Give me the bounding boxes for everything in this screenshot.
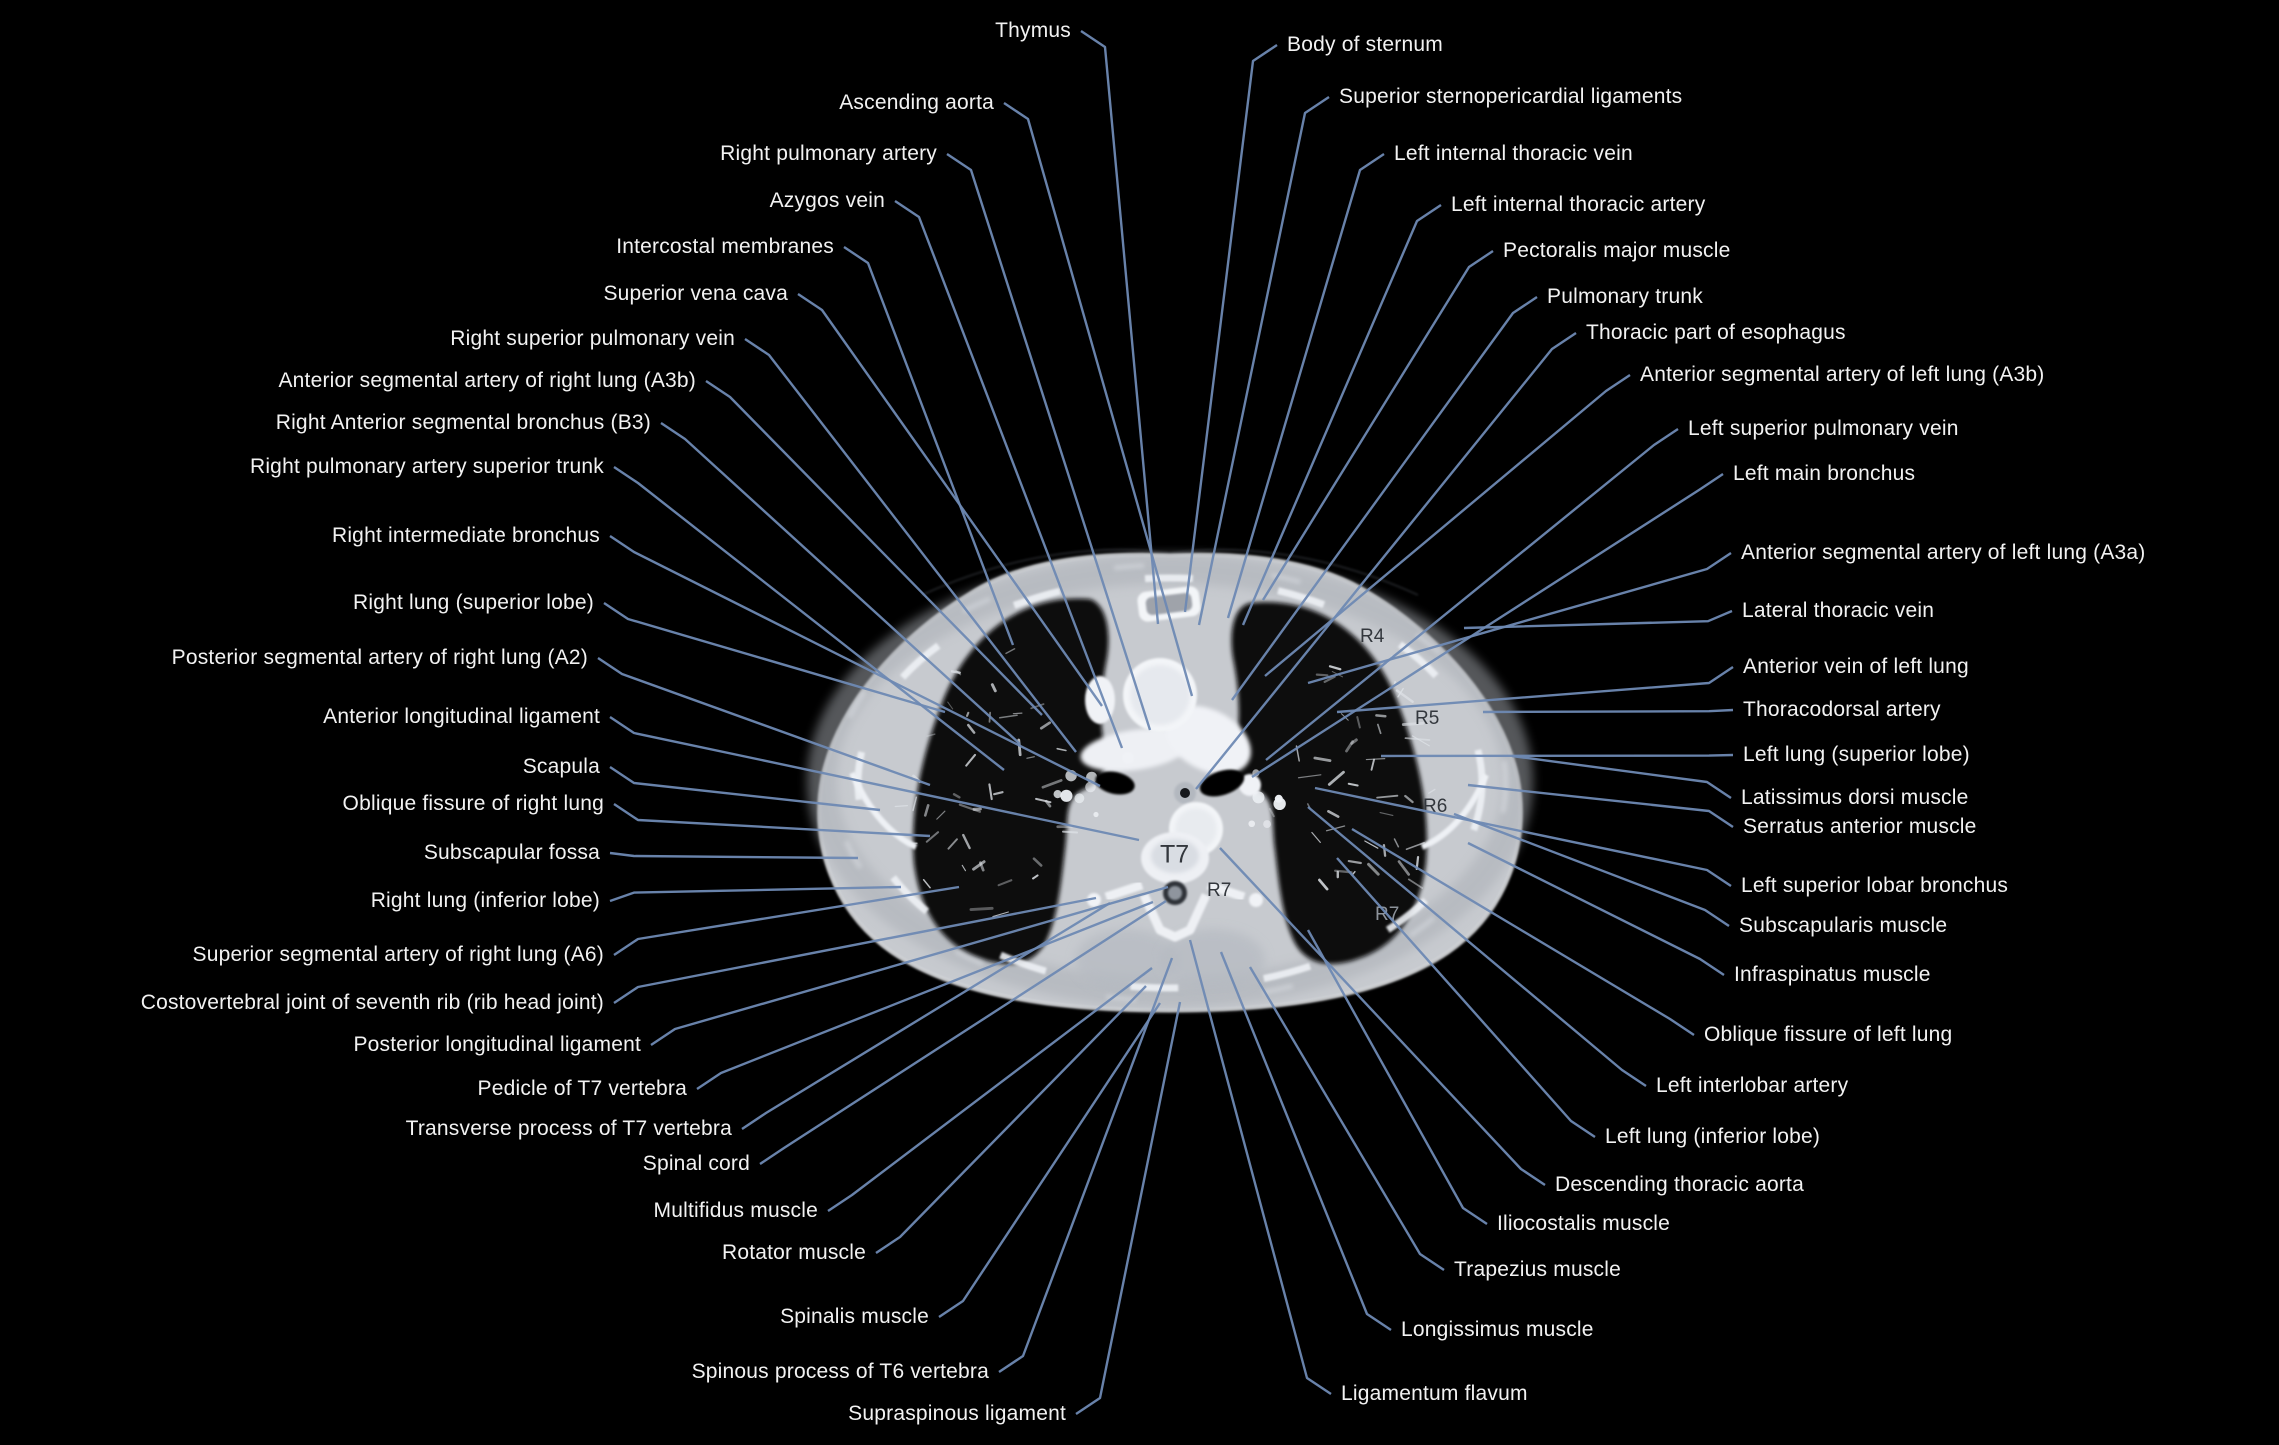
anatomy-label: Subscapular fossa <box>423 841 600 864</box>
anatomy-label: Infraspinatus muscle <box>1734 963 1931 986</box>
ascending-aorta-shade <box>1130 665 1190 725</box>
ct-marker-label: R7 <box>1375 904 1399 925</box>
anatomy-label: Left internal thoracic artery <box>1451 193 1706 216</box>
anatomy-label: Anterior vein of left lung <box>1743 655 1969 678</box>
leader-line <box>938 1002 1162 1318</box>
azygos-vein <box>1122 752 1134 764</box>
anatomy-label: Pulmonary trunk <box>1547 285 1703 308</box>
leader-line <box>1075 1001 1182 1415</box>
anatomy-label: Left superior pulmonary vein <box>1688 417 1959 440</box>
anatomy-label: Oblique fissure of right lung <box>342 792 604 815</box>
anatomy-label: Spinous process of T6 vertebra <box>691 1360 989 1383</box>
anatomy-label: Right lung (inferior lobe) <box>370 889 600 912</box>
anatomy-label: Left lung (superior lobe) <box>1743 743 1970 766</box>
anatomy-label: Descending thoracic aorta <box>1555 1173 1804 1196</box>
anatomy-label: Thoracic part of esophagus <box>1586 321 1846 344</box>
anatomy-label: Right intermediate bronchus <box>331 524 600 547</box>
anatomy-label: Ligamentum flavum <box>1341 1382 1528 1405</box>
anatomy-label: Left superior lobar bronchus <box>1741 874 2009 897</box>
leader-line <box>875 985 1147 1254</box>
anatomy-label: Left interlobar artery <box>1656 1074 1849 1097</box>
anatomy-label: Anterior segmental artery of right lung … <box>278 369 696 392</box>
leader-line <box>998 957 1174 1373</box>
anatomy-label: Right lung (superior lobe) <box>353 591 594 614</box>
anatomy-label: Lateral thoracic vein <box>1742 599 1935 622</box>
ct-marker-label: T7 <box>1160 841 1189 869</box>
anatomy-label: Left main bronchus <box>1733 462 1916 485</box>
anatomy-label: Intercostal membranes <box>616 235 834 258</box>
anatomy-label: Spinal cord <box>642 1152 750 1175</box>
anatomy-label: Azygos vein <box>769 189 885 212</box>
anatomy-label: Iliocostalis muscle <box>1497 1212 1671 1235</box>
anatomy-label: Multifidus muscle <box>653 1199 818 1222</box>
anatomy-label: Anterior segmental artery of left lung (… <box>1640 363 2045 386</box>
anatomy-label: Right pulmonary artery superior trunk <box>249 455 604 478</box>
anatomy-label: Latissimus dorsi muscle <box>1741 786 1969 809</box>
ct-marker-label: R5 <box>1415 708 1439 729</box>
anatomy-label: Superior sternopericardial ligaments <box>1339 85 1683 108</box>
anatomy-label: Subscapularis muscle <box>1739 914 1948 937</box>
anatomy-label: Rotator muscle <box>721 1241 866 1264</box>
anatomy-label: Posterior longitudinal ligament <box>353 1033 641 1056</box>
anatomy-label: Pedicle of T7 vertebra <box>477 1077 687 1100</box>
anatomy-label: Thymus <box>995 19 1071 42</box>
anatomy-label: Anterior longitudinal ligament <box>323 705 600 728</box>
anatomy-label: Costovertebral joint of seventh rib (rib… <box>140 991 604 1014</box>
ct-marker-label: R7 <box>1207 880 1231 901</box>
anatomy-label: Left internal thoracic vein <box>1394 142 1633 165</box>
anatomy-label: Thoracodorsal artery <box>1743 698 1941 721</box>
ct-marker-label: R4 <box>1360 626 1385 647</box>
anatomy-label: Serratus anterior muscle <box>1743 815 1977 838</box>
anatomy-label: Body of sternum <box>1287 33 1443 56</box>
anatomy-label: Spinalis muscle <box>780 1305 929 1328</box>
anatomy-label: Posterior segmental artery of right lung… <box>171 646 588 669</box>
superior-vena-cava <box>1085 676 1115 724</box>
rib-head-left <box>1249 893 1263 907</box>
anatomy-label: Anterior segmental artery of left lung (… <box>1741 541 2146 564</box>
anatomy-label: Trapezius muscle <box>1454 1258 1621 1281</box>
anatomy-label: Right superior pulmonary vein <box>450 327 735 350</box>
leader-line <box>1080 30 1160 625</box>
anatomy-label: Left lung (inferior lobe) <box>1605 1125 1821 1148</box>
anatomy-label: Superior vena cava <box>603 282 788 305</box>
anatomy-label: Right pulmonary artery <box>720 142 937 165</box>
anatomy-label: Supraspinous ligament <box>848 1402 1066 1425</box>
rib-head-right <box>1087 893 1101 907</box>
anatomy-label: Transverse process of T7 vertebra <box>405 1117 732 1140</box>
anatomy-label: Superior segmental artery of right lung … <box>192 943 604 966</box>
anatomy-label: Pectoralis major muscle <box>1503 239 1731 262</box>
anatomy-label: Ascending aorta <box>839 91 994 114</box>
esophagus-lumen <box>1180 788 1190 798</box>
leader-line <box>1183 44 1278 613</box>
spinal-cord <box>1168 886 1182 900</box>
ct-marker-label: R6 <box>1423 796 1447 817</box>
anatomy-label: Longissimus muscle <box>1401 1318 1594 1341</box>
anatomy-label: Oblique fissure of left lung <box>1704 1023 1953 1046</box>
anatomy-label: Scapula <box>522 755 600 778</box>
anatomy-label: Right Anterior segmental bronchus (B3) <box>275 411 651 434</box>
